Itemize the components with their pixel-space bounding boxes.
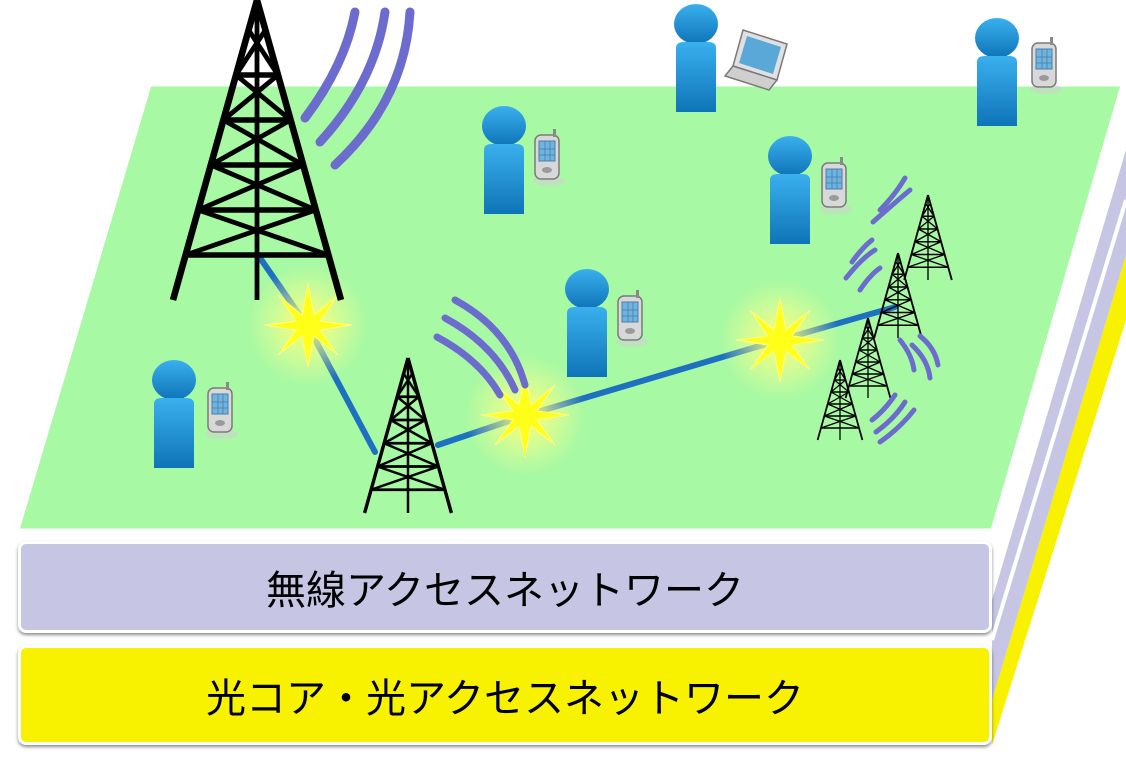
- wireless-access-network-layer: 無線アクセスネットワーク: [18, 541, 992, 633]
- user-icon: [565, 269, 609, 377]
- user-icon: [482, 106, 526, 214]
- phone-icon: [1029, 36, 1063, 95]
- junction-node-icon: [719, 279, 841, 401]
- radio-wave-icon: [300, 7, 415, 170]
- radio-wave-icon: [843, 175, 941, 445]
- laptop-icon: [723, 29, 788, 91]
- optical-layer-label: 光コア・光アクセスネットワーク: [206, 676, 804, 722]
- wireless-layer-label: 無線アクセスネットワーク: [266, 568, 744, 614]
- junction-node-icon: [247, 264, 369, 386]
- user-icon: [975, 18, 1019, 126]
- user-icon: [768, 136, 812, 244]
- optical-layer-side: [992, 255, 1126, 745]
- user-icon: [152, 360, 196, 468]
- user-icon: [674, 4, 718, 112]
- optical-network-layer: 光コア・光アクセスネットワーク: [18, 645, 992, 745]
- radio-wave-icon: [433, 296, 529, 399]
